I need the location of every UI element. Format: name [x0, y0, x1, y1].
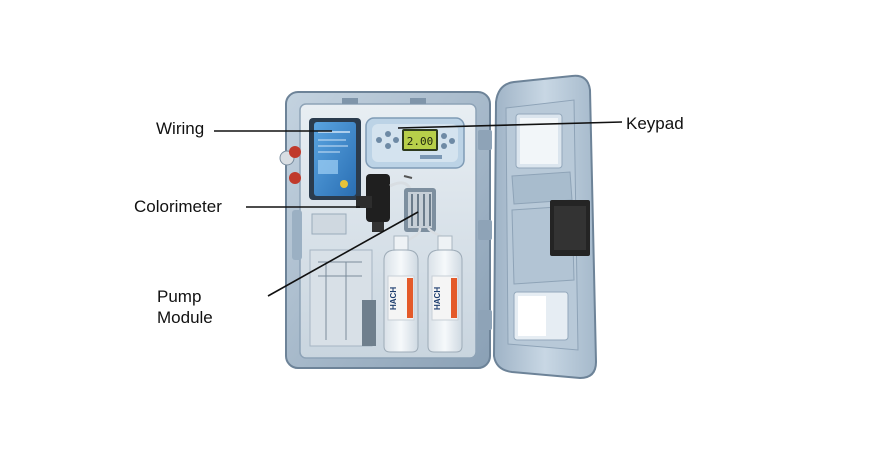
pump-module-label: Pump Module	[157, 287, 213, 327]
keypad-label: Keypad	[626, 114, 684, 133]
enclosure-door	[492, 74, 598, 380]
leader-lines	[214, 121, 623, 297]
pump-module	[402, 188, 452, 247]
bottle-brand-right: HACH	[433, 287, 442, 310]
reagent-bottle-left: HACH	[383, 235, 419, 353]
reagent-bottle-right: HACH	[427, 235, 463, 353]
keypad-controller: 2.00	[365, 117, 465, 169]
wiring-module	[309, 118, 361, 200]
colorimeter-label: Colorimeter	[134, 197, 222, 216]
lower-plumbing	[309, 213, 376, 347]
lcd-reading: 2.00	[407, 135, 434, 148]
bottle-brand-left: HACH	[389, 287, 398, 310]
colorimeter	[356, 174, 414, 232]
wiring-label: Wiring	[156, 119, 205, 138]
pump-leader	[267, 211, 419, 297]
keypad-leader	[397, 121, 623, 129]
